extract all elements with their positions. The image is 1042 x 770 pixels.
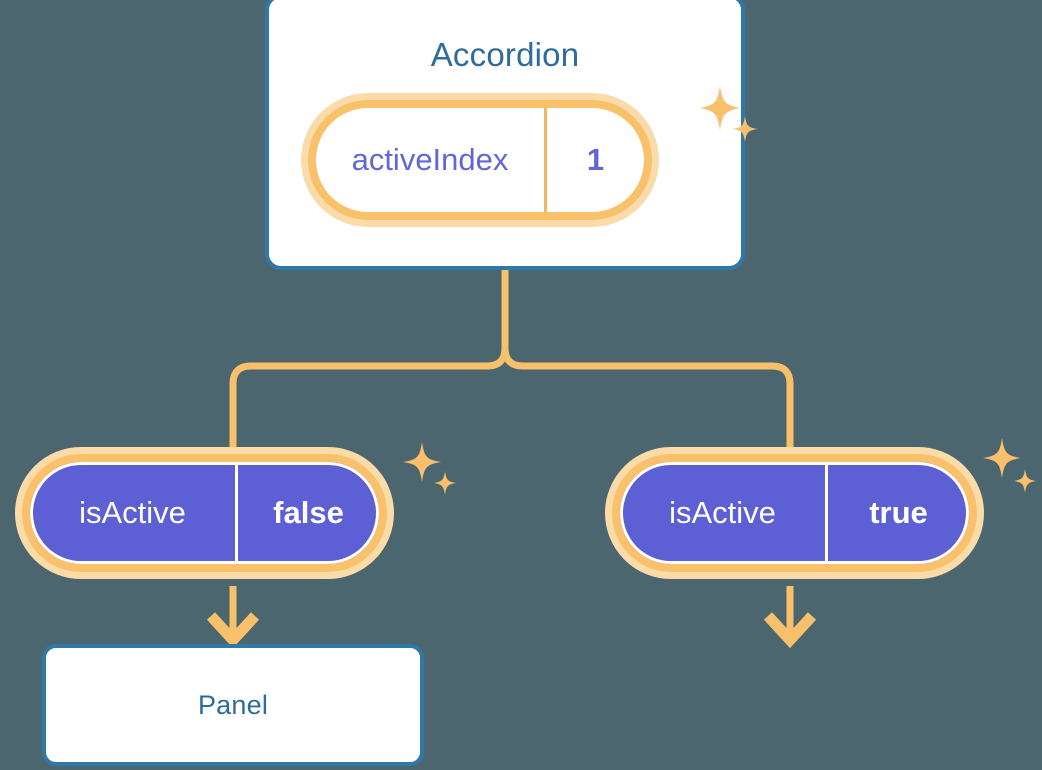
sparkle-icon-right bbox=[983, 438, 1036, 493]
state-key: activeIndex bbox=[351, 142, 509, 177]
arrow-down-icon-left bbox=[206, 586, 260, 649]
component-card-panel-left[interactable]: Panel bbox=[42, 644, 424, 766]
state-value: 1 bbox=[544, 108, 644, 212]
component-title: Panel bbox=[197, 689, 269, 720]
state-value: false bbox=[235, 462, 379, 564]
sparkle-icon-left bbox=[403, 442, 456, 495]
component-title: Accordion bbox=[430, 36, 580, 73]
state-pill-body: isActive false bbox=[15, 447, 394, 579]
connector-branch-left bbox=[229, 347, 509, 452]
state-key: isActive bbox=[669, 495, 776, 530]
state-pill-isactive-left[interactable]: isActive false bbox=[15, 447, 394, 579]
state-pill-inner: activeIndex 1 bbox=[308, 100, 652, 220]
connector-branch-right bbox=[501, 347, 794, 452]
arrow-down-icon-right bbox=[763, 586, 817, 649]
state-pill-body: isActive true bbox=[605, 447, 984, 579]
state-value: true bbox=[825, 462, 969, 564]
state-pill-inner: isActive true bbox=[612, 454, 977, 572]
state-pill-inner: isActive false bbox=[22, 454, 387, 572]
state-key: isActive bbox=[79, 495, 186, 530]
state-pill-isactive-right[interactable]: isActive true bbox=[605, 447, 984, 579]
state-pill-body: activeIndex 1 bbox=[301, 93, 659, 227]
state-pill-activeindex[interactable]: activeIndex 1 bbox=[301, 93, 659, 227]
